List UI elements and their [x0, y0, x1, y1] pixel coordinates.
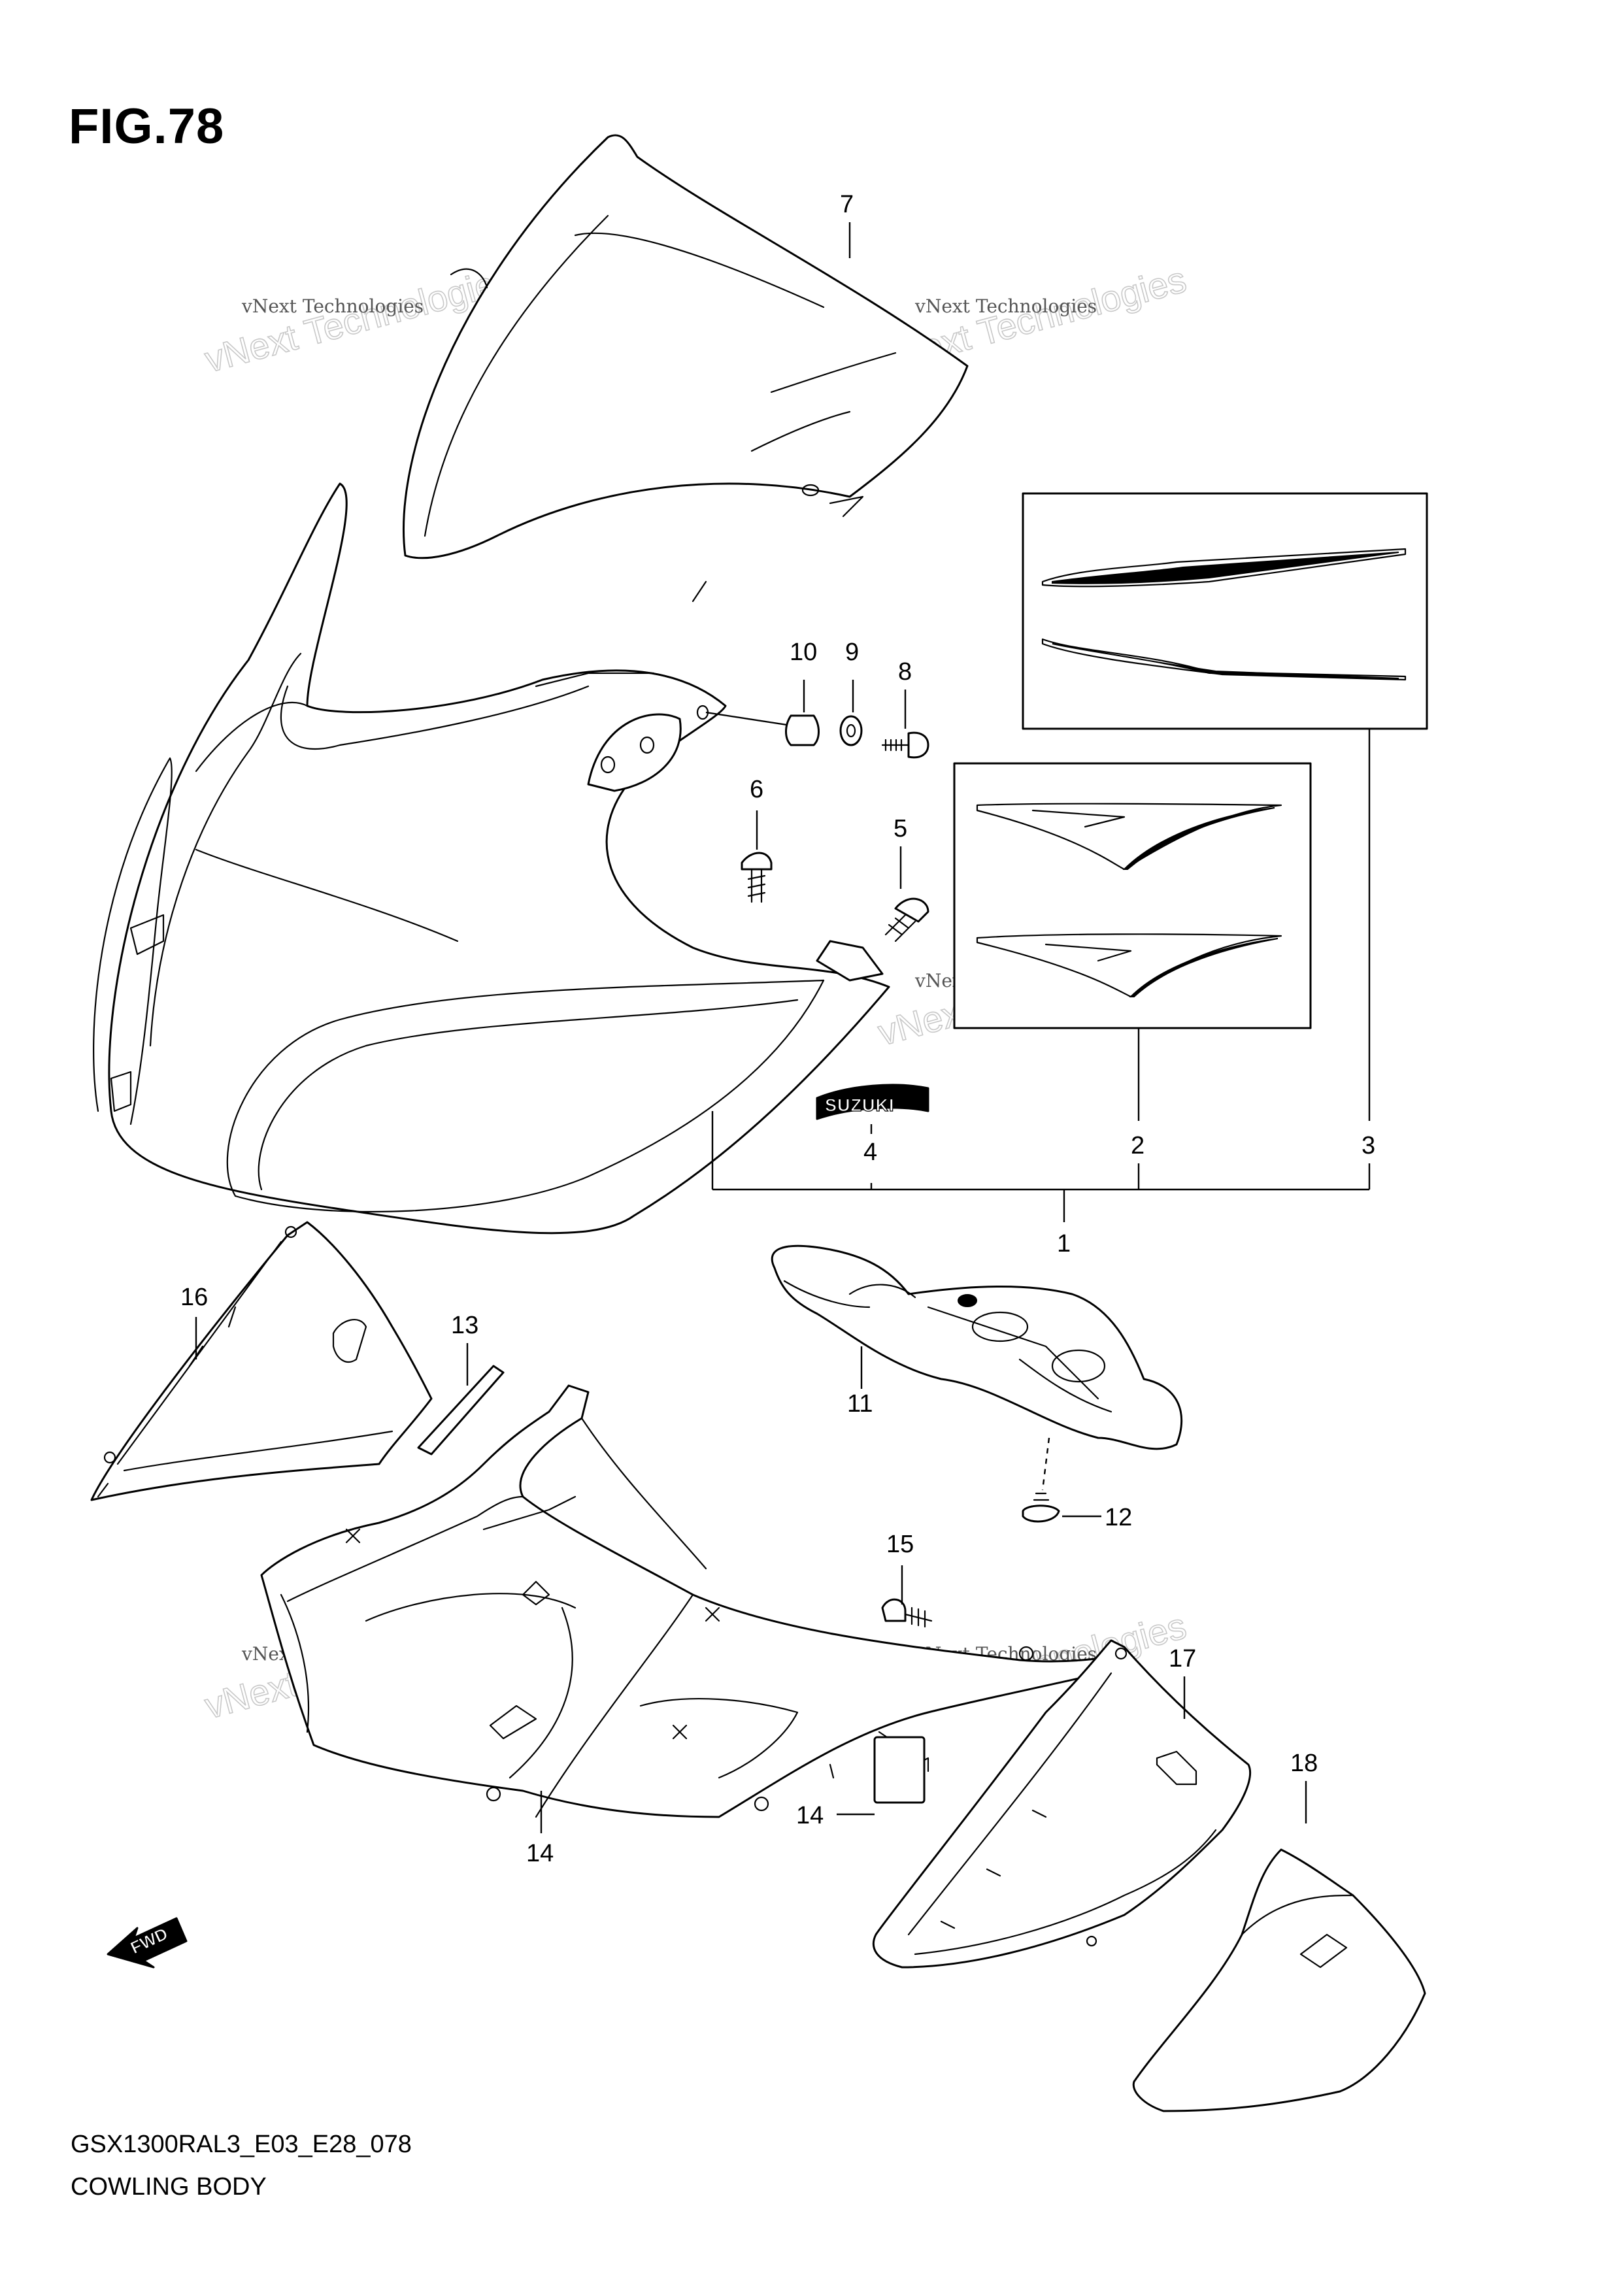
callout-8: 8	[898, 658, 912, 686]
windscreen-part-7	[403, 134, 969, 559]
screw-part-8	[881, 731, 929, 759]
callout-4: 4	[863, 1139, 877, 1166]
callout-18: 18	[1290, 1750, 1318, 1777]
stripe-set-part-3	[1022, 492, 1428, 730]
callout-3: 3	[1362, 1132, 1375, 1159]
callout-9: 9	[845, 639, 859, 666]
pad-part-14	[873, 1736, 926, 1804]
leader-lines	[195, 222, 1371, 1833]
washer-part-9	[839, 715, 863, 746]
screw-part-15	[881, 1598, 933, 1628]
lower-fairing-part-13	[260, 1384, 1132, 1818]
svg-text:vNext Technologies: vNext Technologies	[914, 295, 1097, 317]
air-duct-part-11	[771, 1244, 1183, 1450]
callout-16: 16	[180, 1284, 208, 1311]
inner-panel-part-16	[90, 1221, 433, 1501]
drawing-code: GSX1300RAL3_E03_E28_078	[71, 2131, 412, 2158]
trim-strip-part-14	[417, 1365, 505, 1456]
decal-set-part-2	[953, 762, 1312, 1029]
figure-number: FIG.78	[69, 99, 225, 154]
screw-part-6	[741, 852, 773, 903]
figure-caption: COWLING BODY	[71, 2173, 267, 2201]
svg-text:SUZUKI: SUZUKI	[825, 1095, 895, 1115]
screw-part-12	[1022, 1437, 1060, 1523]
callout-12: 12	[1105, 1504, 1132, 1531]
emblem-part-4: SUZUKI	[816, 1084, 929, 1120]
rear-panel-part-18	[1132, 1848, 1426, 2112]
collar-part-10	[705, 711, 820, 746]
callout-6: 6	[750, 776, 763, 803]
callout-10: 10	[790, 639, 817, 666]
screw-part-5	[884, 897, 929, 942]
upper-cowl-part-1	[93, 482, 890, 1235]
callout-13: 14	[526, 1840, 554, 1867]
callout-1: 1	[1057, 1230, 1071, 1257]
callout-17: 17	[1169, 1645, 1196, 1672]
callout-14-upper: 13	[451, 1312, 478, 1339]
callout-7: 7	[840, 191, 854, 218]
callout-2: 2	[1131, 1132, 1145, 1159]
callout-labels: 7 10 9 8 6 5 4 2 3 1 16 13 11 12 15 17 1…	[180, 191, 1375, 1867]
inner-lower-panel-part-17	[872, 1639, 1252, 1969]
svg-text:vNext Technologies: vNext Technologies	[241, 295, 424, 317]
callout-14-lower: 14	[796, 1802, 824, 1829]
callout-5: 5	[894, 815, 907, 842]
callout-15: 15	[886, 1531, 914, 1558]
forward-direction-arrow: FWD	[107, 1917, 188, 1969]
callout-11: 11	[847, 1390, 873, 1418]
